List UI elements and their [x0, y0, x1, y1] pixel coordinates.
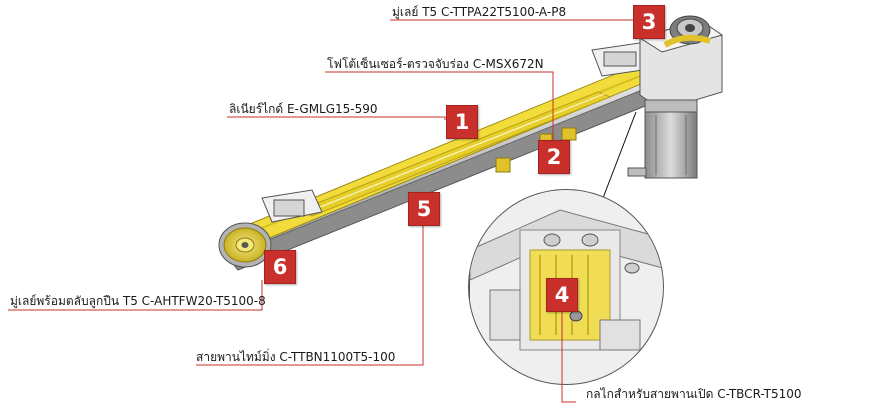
callout-badge-6: 6 [264, 250, 296, 284]
callout-badge-2: 2 [538, 140, 570, 174]
callout-badge-3: 3 [633, 5, 665, 39]
drive-motor [627, 99, 698, 179]
idler-pulley [218, 222, 272, 268]
callout-label-5: สายพานไทม์มิ่ง C-TTBN1100T5-100 [196, 350, 396, 364]
callout-label-6: มู่เลย์พร้อมตลับลูกปืน T5 C-AHTFW20-T510… [10, 294, 266, 308]
callout-badge-1: 1 [446, 105, 478, 139]
callout-label-2: โฟโต้เซ็นเซอร์-ตรวจจับร่อง C-MSX672N [327, 57, 544, 71]
left-carriage-block [261, 189, 323, 223]
callout-label-4: กลไกสำหรับสายพานเปิด C-TBCR-T5100 [586, 387, 802, 401]
callout-label-1: ลิเนียร์ไกด์ E-GMLG15-590 [229, 102, 378, 116]
callout-badge-4: 4 [546, 278, 578, 312]
callout-badge-5: 5 [408, 192, 440, 226]
drive-head-housing [638, 15, 724, 111]
callout-label-3: มู่เลย์ T5 C-TTPA22T5100-A-P8 [392, 5, 567, 19]
